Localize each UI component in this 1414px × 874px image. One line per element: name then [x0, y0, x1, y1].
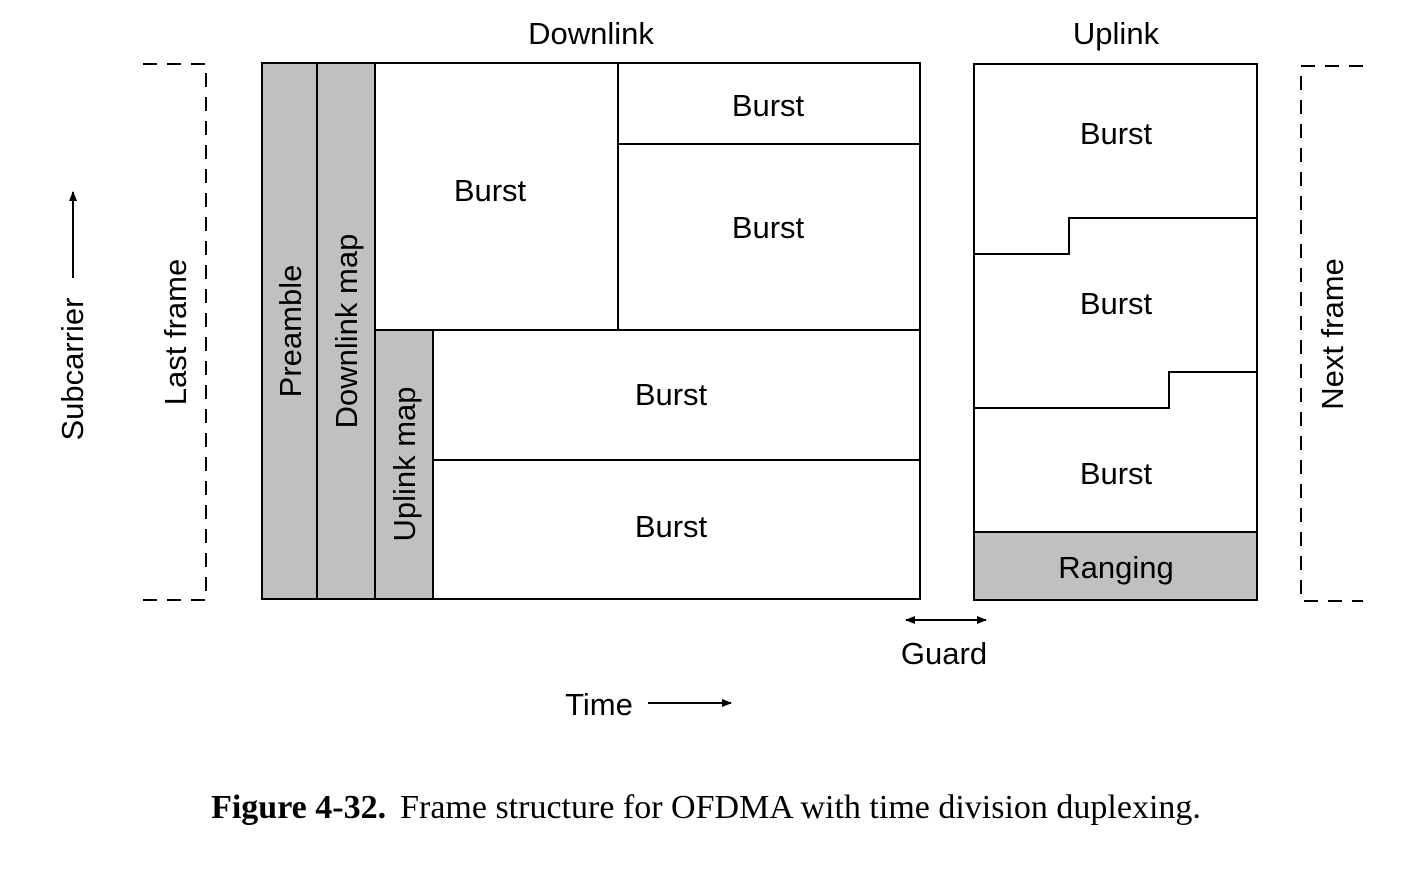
time-label: Time: [565, 687, 633, 722]
downlink-burst-5-label: Burst: [635, 509, 708, 544]
ranging-label: Ranging: [1058, 550, 1173, 585]
figure-caption-text: Frame structure for OFDMA with time divi…: [400, 789, 1201, 826]
last-frame-bracket: [143, 63, 207, 601]
uplink-boundary-2: [974, 371, 1257, 409]
downlink-burst-1-label: Burst: [454, 173, 527, 208]
figure-caption: Figure 4-32. Frame structure for OFDMA wi…: [211, 789, 1201, 826]
downlink-burst-3-label: Burst: [732, 210, 805, 245]
uplink-map-label: Uplink map: [387, 386, 422, 541]
downlink-burst-4-label: Burst: [635, 377, 708, 412]
downlink-burst-5: [432, 459, 921, 600]
downlink-burst-4: [432, 329, 921, 461]
uplink-burst-1-label: Burst: [1080, 116, 1153, 151]
uplink-burst-3-label: Burst: [1080, 456, 1153, 491]
uplink-burst-2-label: Burst: [1080, 286, 1153, 321]
downlink-burst-2: [617, 62, 921, 145]
figure-number: Figure 4-32.: [211, 789, 386, 826]
downlink-map-label: Downlink map: [329, 234, 364, 429]
preamble-block: [261, 62, 318, 600]
downlink-burst-2-label: Burst: [732, 88, 805, 123]
next-frame-label: Next frame: [1315, 258, 1350, 410]
downlink-label: Downlink: [528, 16, 654, 51]
uplink-label: Uplink: [1073, 16, 1160, 51]
subcarrier-label: Subcarrier: [55, 298, 90, 441]
downlink-burst-3: [617, 143, 921, 331]
last-frame-label: Last frame: [158, 259, 193, 405]
downlink-burst-1: [374, 62, 619, 331]
next-frame-bracket: [1300, 65, 1363, 602]
uplink-boundary-1: [974, 217, 1257, 255]
ranging-block: [973, 531, 1258, 601]
preamble-label: Preamble: [273, 265, 308, 398]
guard-label: Guard: [901, 636, 987, 671]
